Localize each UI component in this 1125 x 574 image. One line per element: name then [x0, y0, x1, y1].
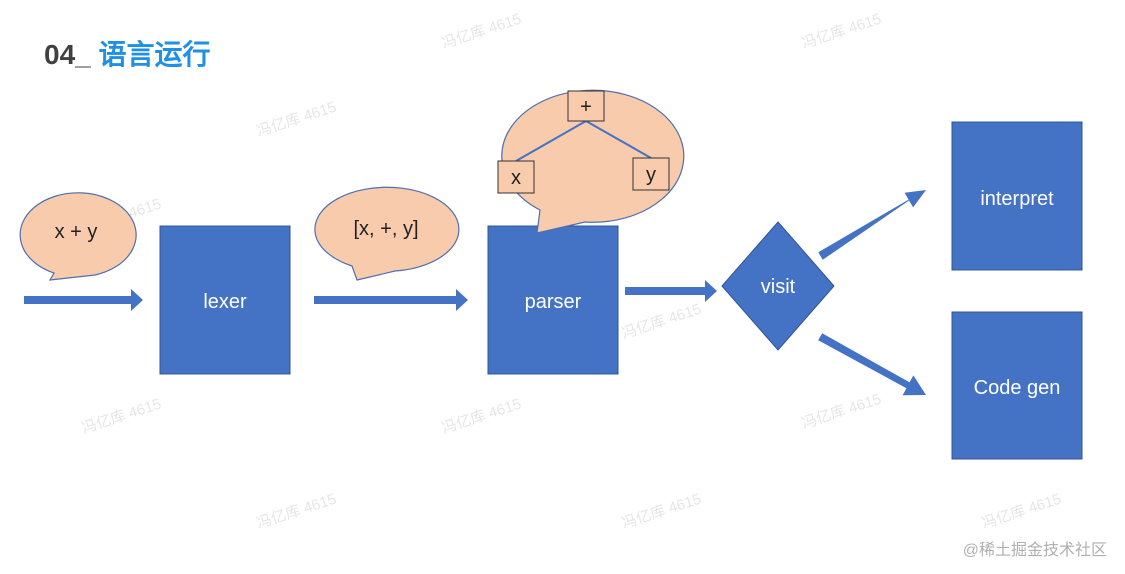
codegen-label: Code gen: [974, 377, 1061, 399]
lexer-label: lexer: [203, 291, 247, 313]
arrow-input-to-lexer: [24, 289, 143, 311]
page-title: 04_ 语言运行: [44, 33, 211, 73]
ast-node-root: [567, 90, 605, 122]
ast-edge-left: [515, 120, 587, 162]
arrow-parser-to-visit: [625, 280, 717, 302]
arrow-lexer-to-parser: [314, 289, 468, 311]
tokens-bubble-text: [x, +, y]: [353, 218, 418, 240]
ast-right-label: y: [646, 164, 656, 186]
interpret-label: interpret: [980, 188, 1054, 210]
visit-diamond: [721, 221, 835, 351]
ast-root-label: +: [580, 96, 592, 118]
ast-node-right: [632, 157, 670, 191]
lexer-box: [159, 225, 291, 375]
visit-label: visit: [761, 276, 796, 298]
interpret-box: [951, 121, 1083, 271]
arrow-visit-to-interpret: [818, 190, 926, 260]
ast-bubble: [501, 89, 685, 234]
ast-edge-right: [585, 120, 652, 159]
section-number: 04_: [44, 39, 91, 70]
input-bubble: [19, 192, 137, 281]
parser-box: [487, 225, 619, 375]
parser-label: parser: [525, 291, 582, 313]
section-title: 语言运行: [98, 39, 211, 70]
input-bubble-text: x + y: [55, 221, 98, 243]
ast-left-label: x: [511, 167, 521, 189]
codegen-box: [951, 311, 1083, 460]
source-credit: @稀土掘金技术社区: [962, 542, 1107, 559]
ast-node-left: [497, 160, 535, 194]
arrow-visit-to-codegen: [818, 333, 926, 396]
tokens-bubble: [314, 186, 460, 281]
